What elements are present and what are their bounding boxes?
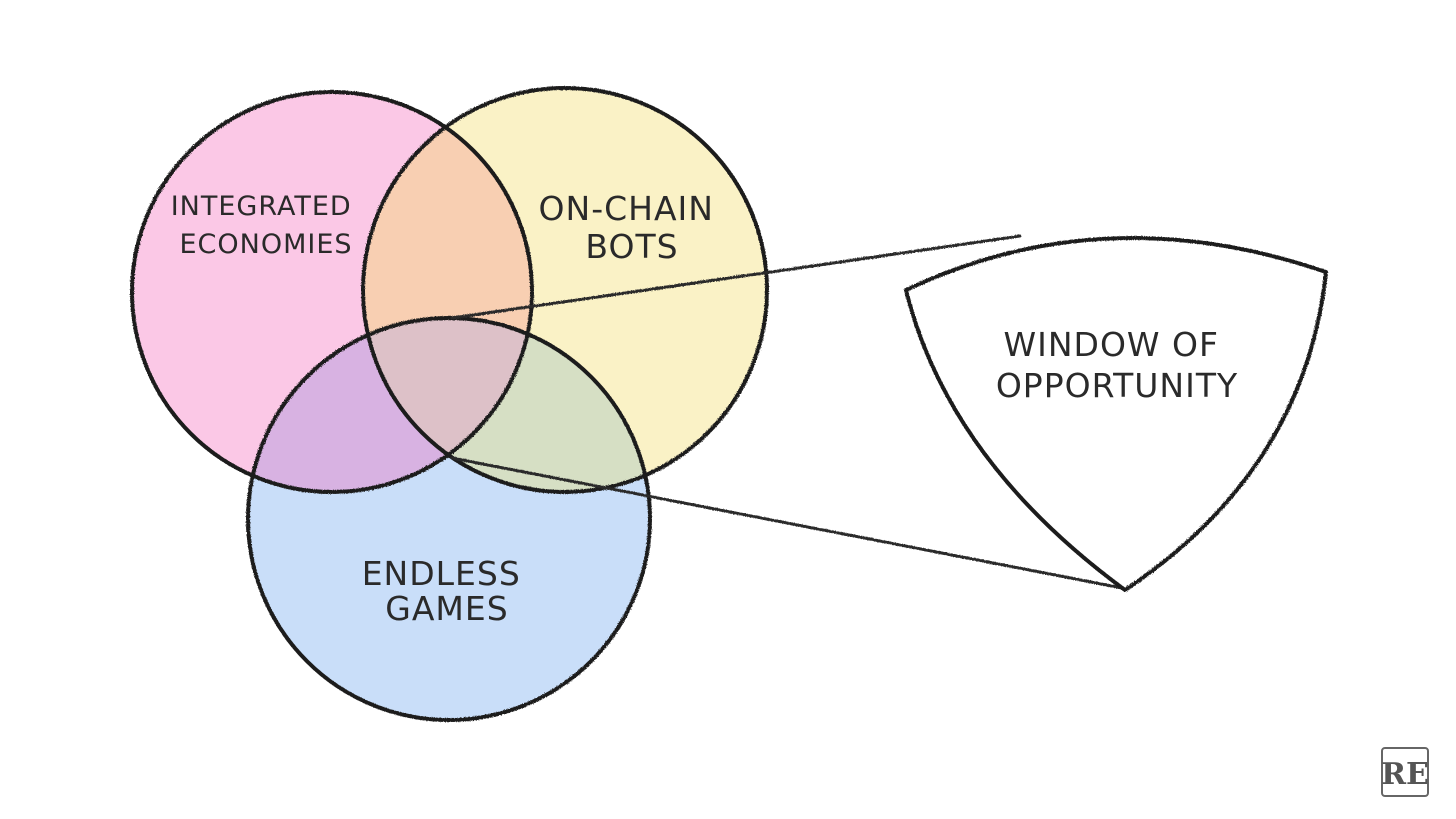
connector-top [450, 234, 1022, 320]
connector-bottom [450, 456, 1124, 590]
outline-on-chain-bots [361, 86, 769, 494]
window-of-opportunity-shape [904, 236, 1328, 592]
overlap-bots-games [363, 318, 650, 492]
label-on-chain-bots: ON-CHAIN BOTS [539, 189, 726, 266]
outline-integrated-economies [130, 90, 534, 494]
label-integrated-economies: INTEGRATED ECONOMIES [171, 191, 362, 260]
outline-endless-games [246, 316, 652, 722]
overlap-economies-games [248, 318, 532, 492]
label-endless-games: ENDLESS GAMES [362, 554, 533, 628]
label-window-of-opportunity: WINDOW OF OPPORTUNITY [996, 325, 1238, 405]
logo-mark: RE [1381, 747, 1429, 797]
logo-text: RE [1381, 757, 1429, 792]
